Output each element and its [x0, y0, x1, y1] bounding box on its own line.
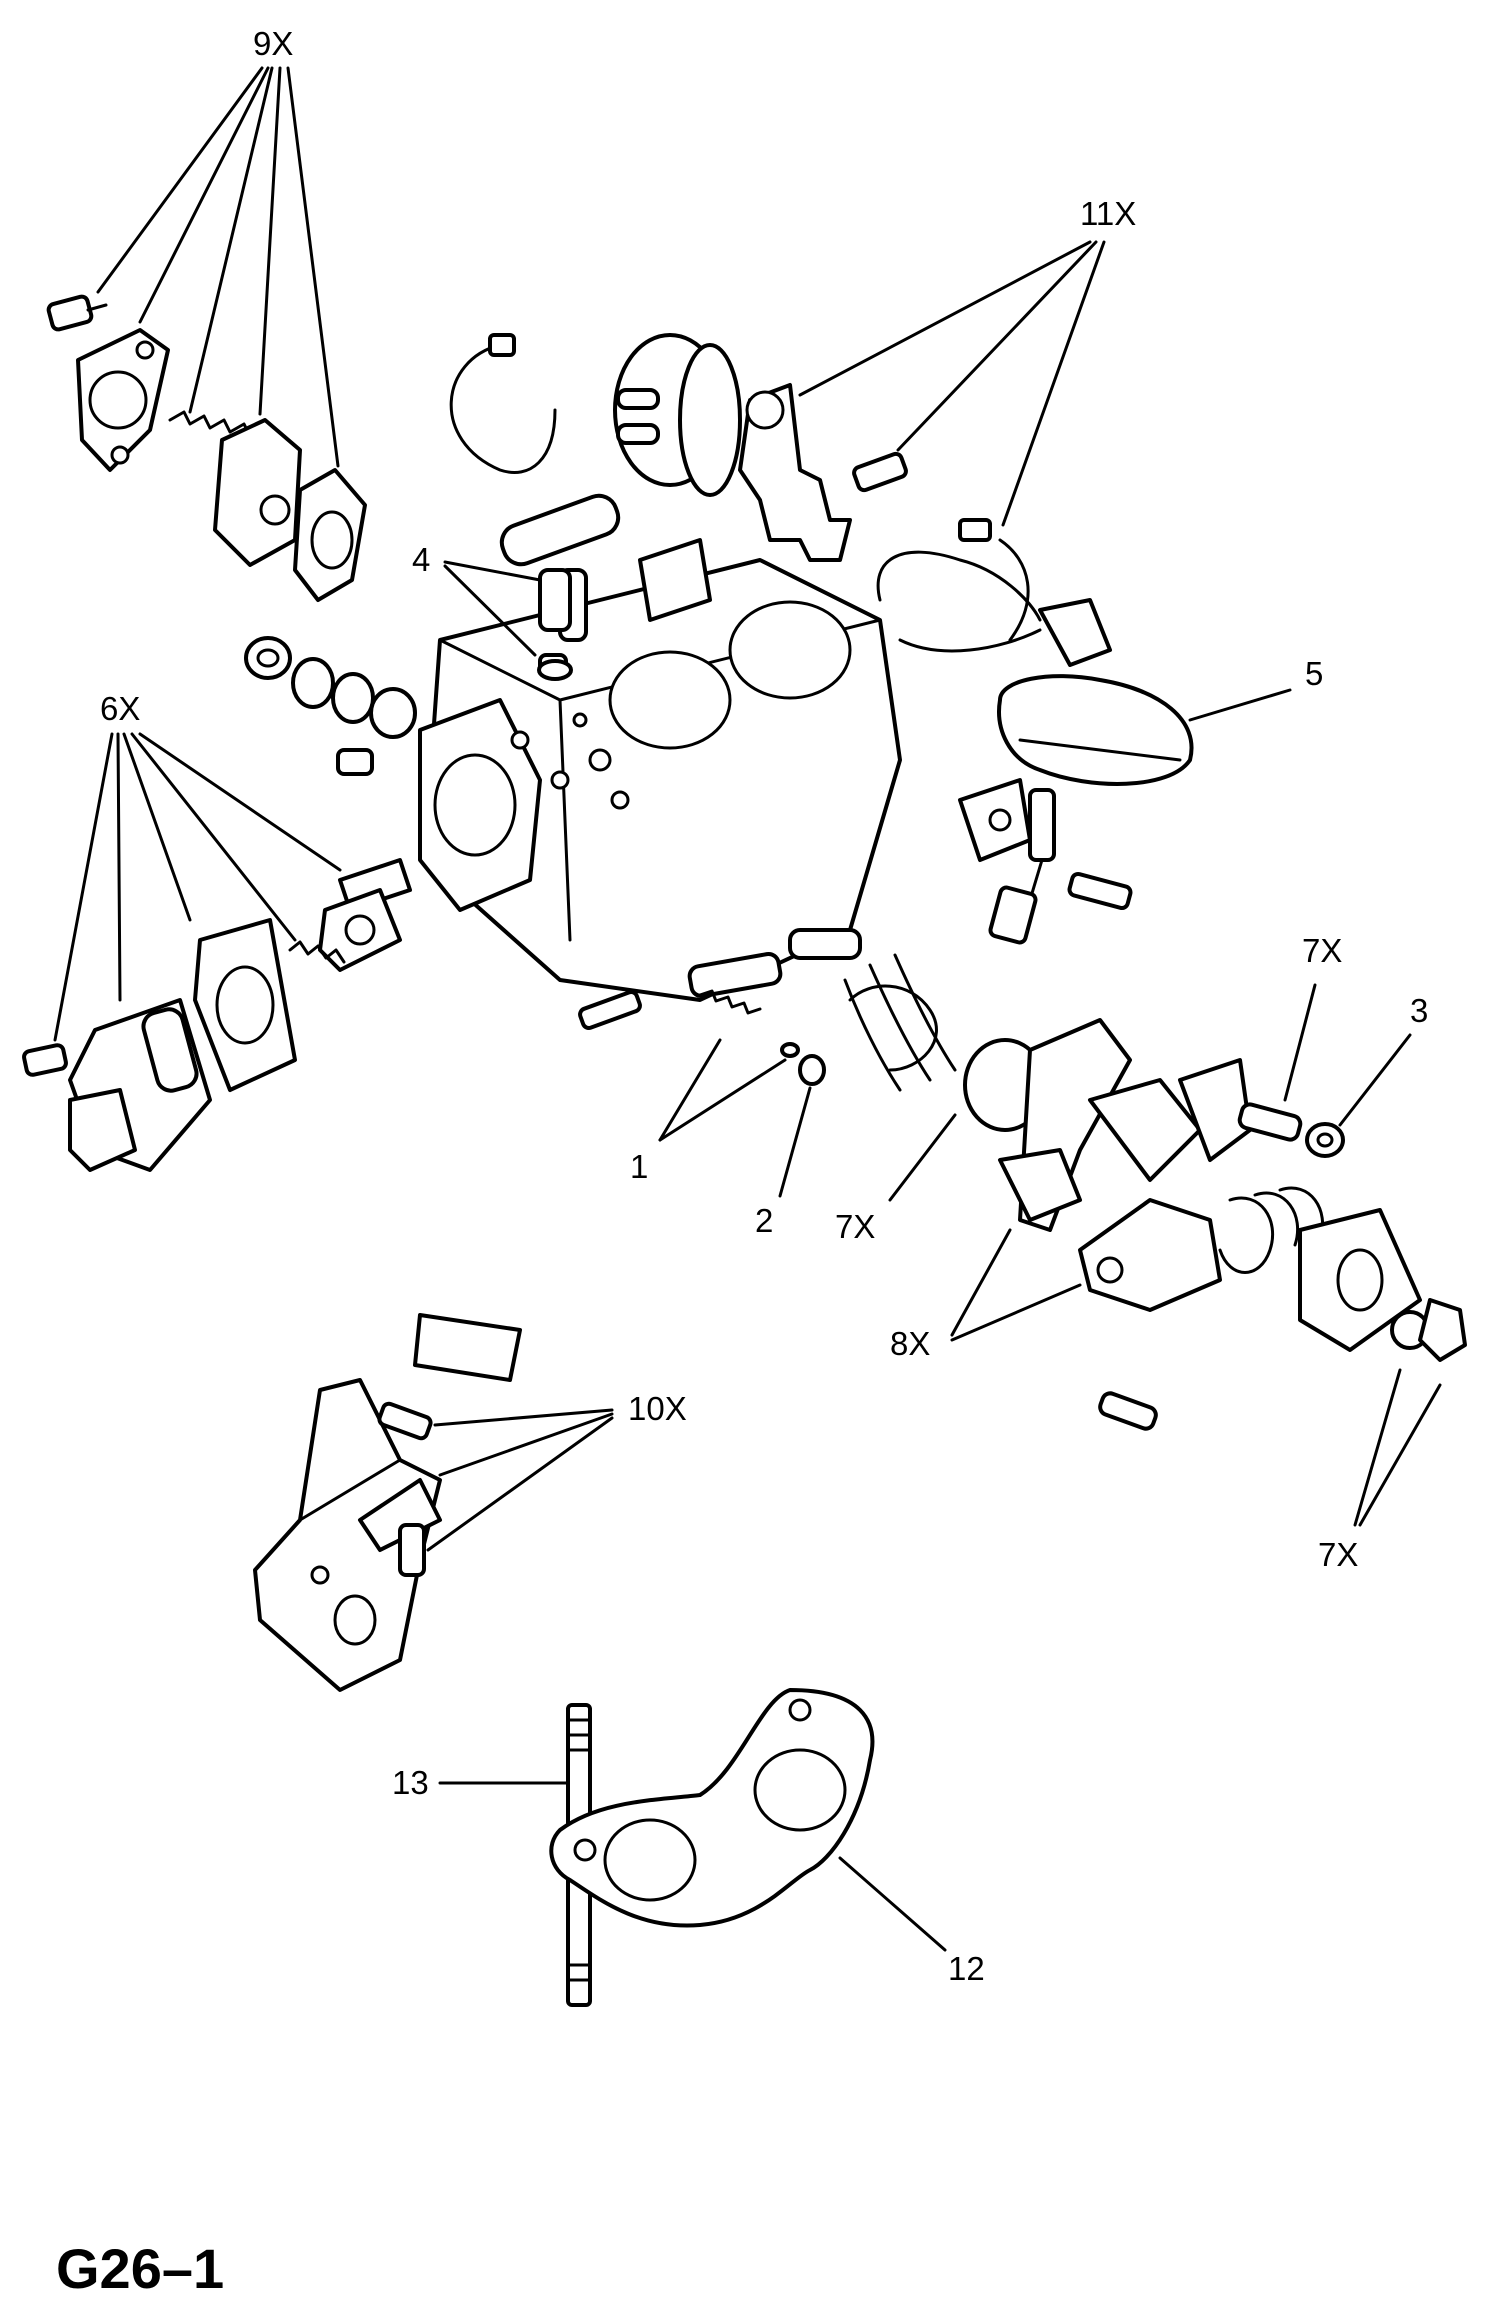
callout-10x: 10X — [628, 1390, 687, 1427]
callout-1: 1 — [630, 1148, 648, 1185]
part-11x-choke-pull-down — [449, 333, 1030, 642]
leader-9x — [96, 66, 340, 468]
callout-12: 12 — [948, 1950, 985, 1987]
callout-2: 2 — [755, 1202, 773, 1239]
leader-3 — [1338, 1033, 1412, 1127]
callout-7x-mid: 7X — [835, 1208, 875, 1245]
part-10x-bracket — [253, 1313, 522, 1692]
leader-8x — [950, 1228, 1082, 1342]
part-1-2-screw-seal — [698, 989, 826, 1086]
callout-8x: 8X — [890, 1325, 930, 1362]
callout-6x: 6X — [100, 690, 140, 727]
leader-4 — [443, 560, 542, 657]
callout-13: 13 — [392, 1764, 429, 1801]
leader-11x — [798, 240, 1106, 527]
part-12-gasket — [549, 1688, 875, 1928]
washer-stack — [244, 636, 417, 776]
part-5-vacuum-unit — [876, 550, 1194, 945]
leader-1 — [658, 1038, 787, 1142]
callout-7x-top: 7X — [1302, 932, 1342, 969]
callout-9x: 9X — [253, 25, 293, 62]
diagram-code: G26–1 — [56, 2237, 224, 2300]
part-6x-choke-housing — [22, 858, 412, 1172]
part-4-fitting — [537, 568, 573, 681]
part-7x-screw-nut-top — [1237, 1102, 1345, 1158]
leader-6x — [53, 732, 342, 1042]
loose-screw — [1098, 1391, 1158, 1431]
part-9x-cover-assembly — [46, 294, 367, 602]
part-7x-spring-assembly — [843, 953, 1252, 1232]
leader-7x-bottom — [1353, 1368, 1442, 1527]
leader-5 — [1188, 688, 1292, 722]
leader-7x-top — [1283, 983, 1317, 1102]
leader-12 — [838, 1856, 947, 1952]
leader-7x-mid — [888, 1113, 957, 1202]
callout-11x: 11X — [1080, 195, 1136, 232]
callout-7x-bottom: 7X — [1318, 1536, 1358, 1573]
part-8x-lever-housing — [1078, 1186, 1467, 1362]
leader-10x — [426, 1408, 614, 1552]
callout-3: 3 — [1410, 992, 1428, 1029]
callout-5: 5 — [1305, 655, 1323, 692]
leader-2 — [778, 1086, 812, 1198]
callout-4: 4 — [412, 541, 430, 578]
